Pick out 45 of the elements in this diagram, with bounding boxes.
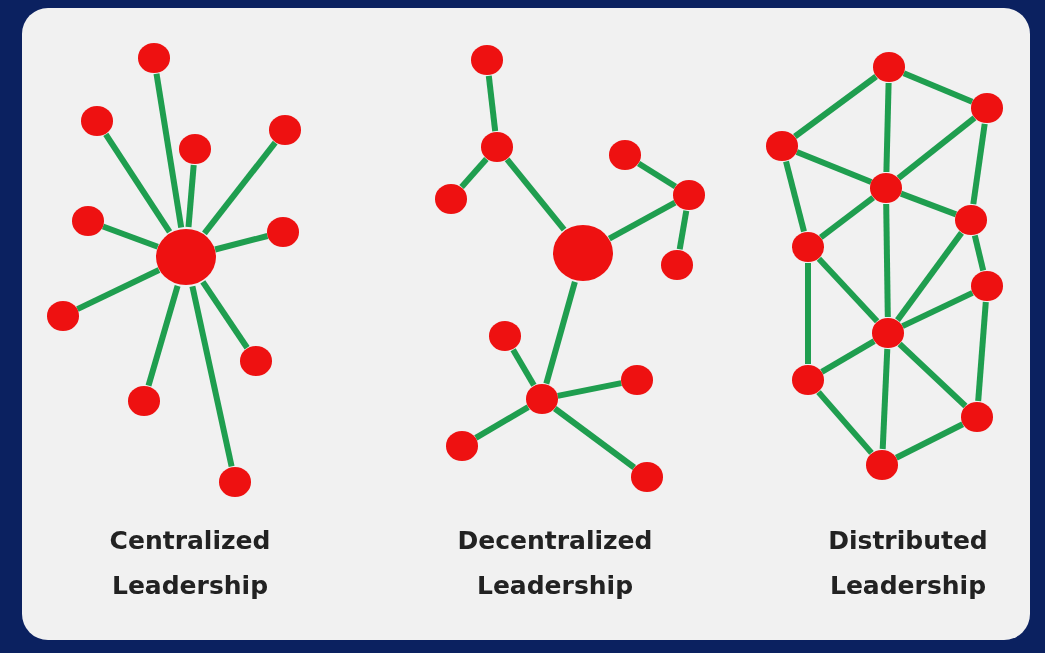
connector-line xyxy=(896,115,977,181)
connector-line xyxy=(816,390,874,455)
connector-line xyxy=(676,210,690,250)
connector-line xyxy=(145,284,181,387)
connector-line xyxy=(819,195,875,240)
connector-line xyxy=(153,73,185,228)
connector-line xyxy=(970,123,988,205)
connector-line xyxy=(820,338,876,375)
connector-line xyxy=(485,75,499,132)
connector-line xyxy=(901,290,974,329)
connector-line xyxy=(795,149,873,185)
diagram-caption: Decentralized Leadership xyxy=(456,525,654,602)
connector-line xyxy=(637,160,677,190)
connector-line xyxy=(474,404,530,441)
connector-line xyxy=(202,140,278,236)
connector-line xyxy=(459,157,489,189)
connector-line xyxy=(902,70,974,105)
diagram-caption: Distributed Leadership xyxy=(827,525,989,602)
connector-line xyxy=(793,74,878,139)
connector-line xyxy=(76,267,161,312)
connector-line xyxy=(214,233,269,253)
connector-line xyxy=(816,256,880,324)
connector-line xyxy=(185,164,197,228)
connector-line xyxy=(899,190,958,218)
connector-line xyxy=(971,234,987,272)
connector-line xyxy=(200,280,250,350)
connector-line xyxy=(543,281,578,385)
connector-line xyxy=(553,406,636,470)
connector-line xyxy=(783,160,807,233)
connector-line xyxy=(607,200,677,242)
connector-line xyxy=(895,231,964,322)
connector-line xyxy=(101,223,159,250)
connector-line xyxy=(189,285,235,468)
connector-line xyxy=(103,132,173,234)
connector-line xyxy=(883,82,892,173)
connector-line xyxy=(975,301,989,402)
connector-line xyxy=(504,157,567,232)
connector-line xyxy=(805,263,811,364)
connector-line xyxy=(897,341,968,409)
connector-line xyxy=(894,421,965,461)
diagram-caption: Centralized Leadership xyxy=(108,525,272,602)
connector-line xyxy=(510,348,537,387)
connector-line xyxy=(879,348,891,450)
connector-line xyxy=(557,380,622,399)
connector-line xyxy=(883,203,891,318)
